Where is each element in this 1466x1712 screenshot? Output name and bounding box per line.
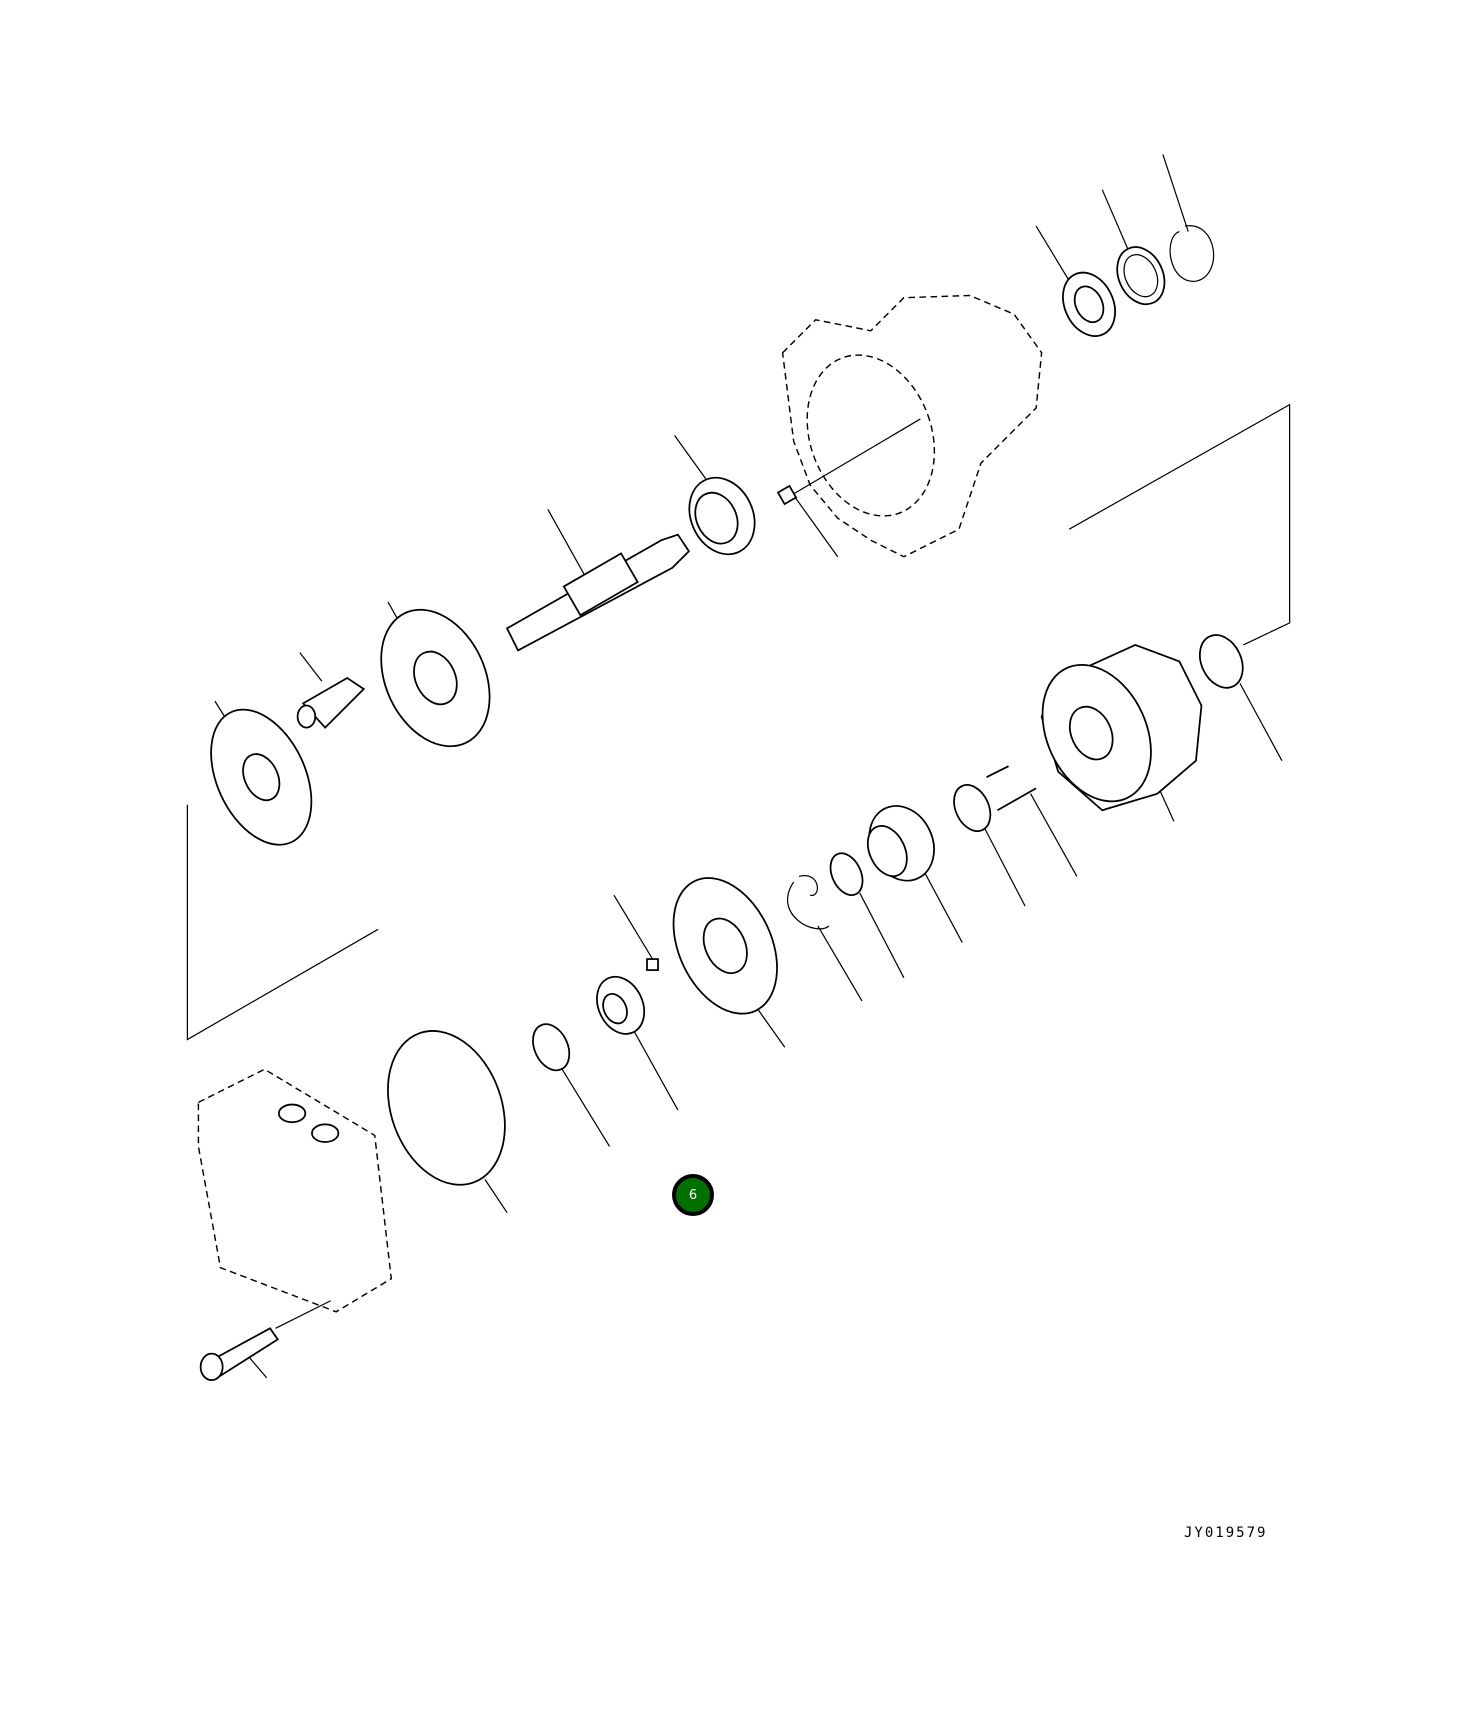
seal-parts [1062,225,1215,337]
motor-housing [781,294,1043,558]
cylinder-block [387,634,1244,1186]
end-cover [197,1068,393,1382]
shaft-assembly [210,476,798,846]
callout-badge-6[interactable]: 6 [672,1174,714,1216]
drawing-id-label: JY019579 [1184,1525,1268,1541]
